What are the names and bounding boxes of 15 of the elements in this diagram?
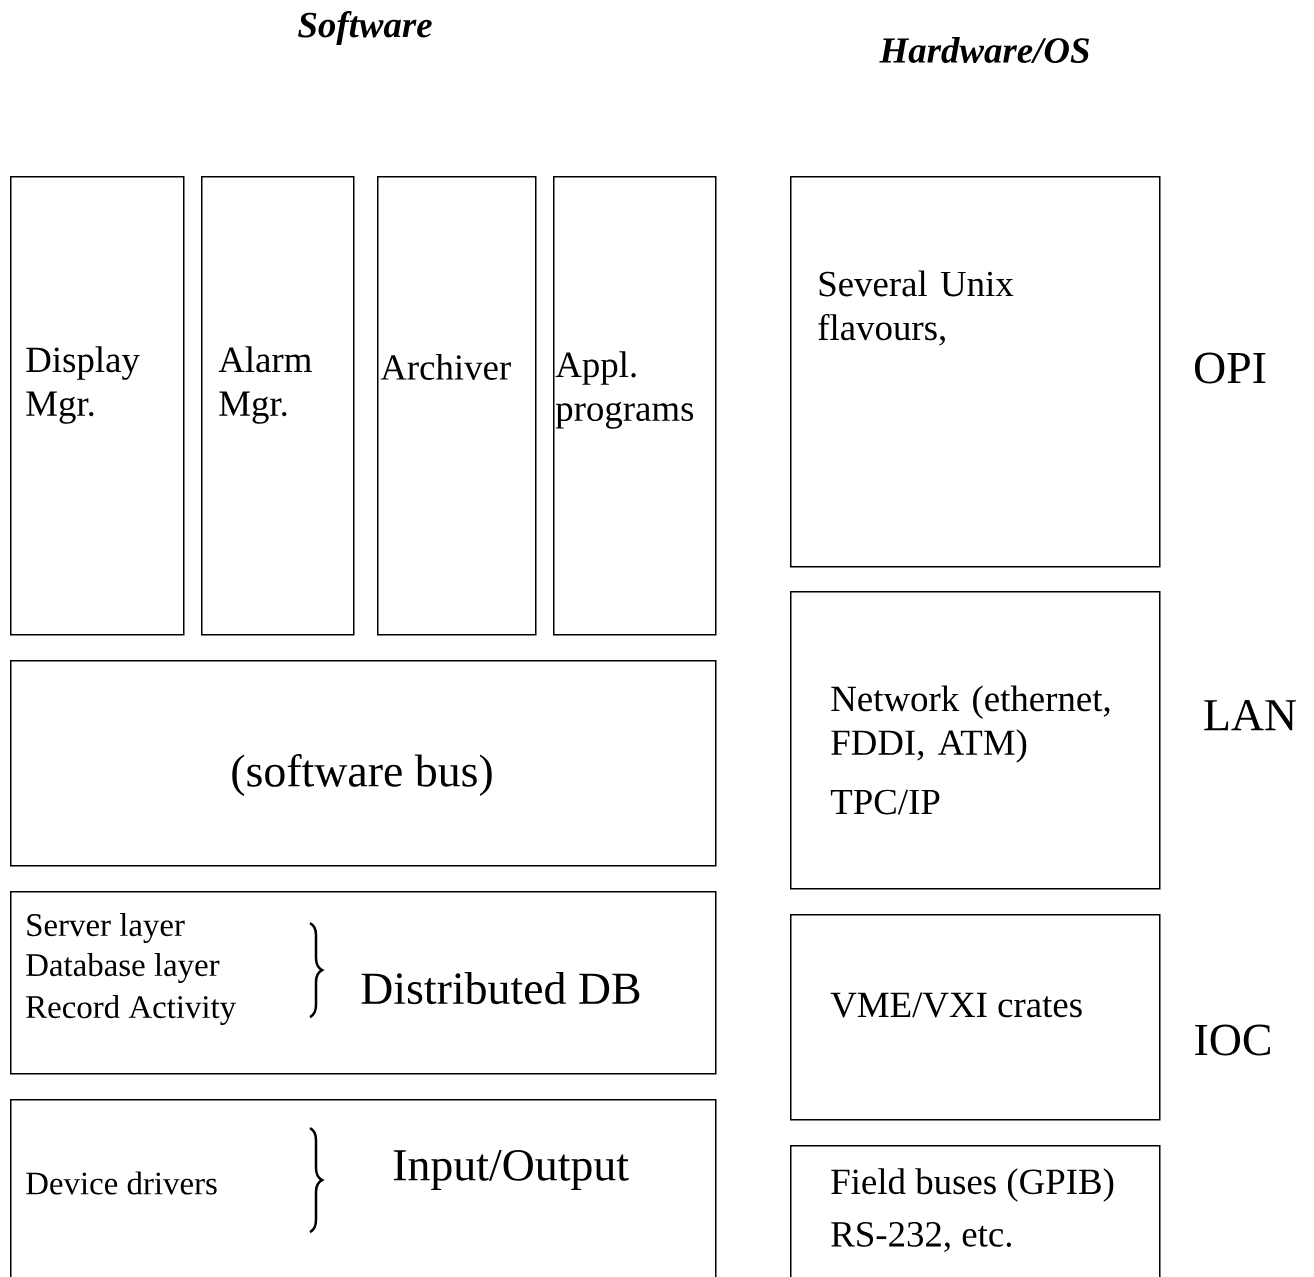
column-heading: Hardware/OS [879, 37, 1089, 63]
layer-box: Server layer Database layer Record Activity Distributed DB [10, 891, 717, 1075]
layer-label: IOC [1195, 1024, 1270, 1056]
layer-box: Device drivers Input/Output [10, 1099, 717, 1277]
layer-box: Field buses (GPIB) RS-232, etc. [790, 1145, 1161, 1277]
layer-box: VME/VXI crates [790, 914, 1161, 1121]
layer-box: Archiver [377, 176, 537, 636]
layer-box: Display Mgr. [10, 176, 185, 636]
layer-box: (software bus) [10, 660, 717, 867]
column-heading: Software [298, 11, 432, 45]
layer-box: Alarm Mgr. [201, 176, 355, 636]
layer-box: Appl. programs [553, 176, 717, 636]
layer-label: LAN [1204, 699, 1297, 731]
layer-box: Several Unix flavours, [790, 176, 1161, 568]
layer-box: Network (ethernet, FDDI, ATM) TPC/IP [790, 591, 1161, 890]
